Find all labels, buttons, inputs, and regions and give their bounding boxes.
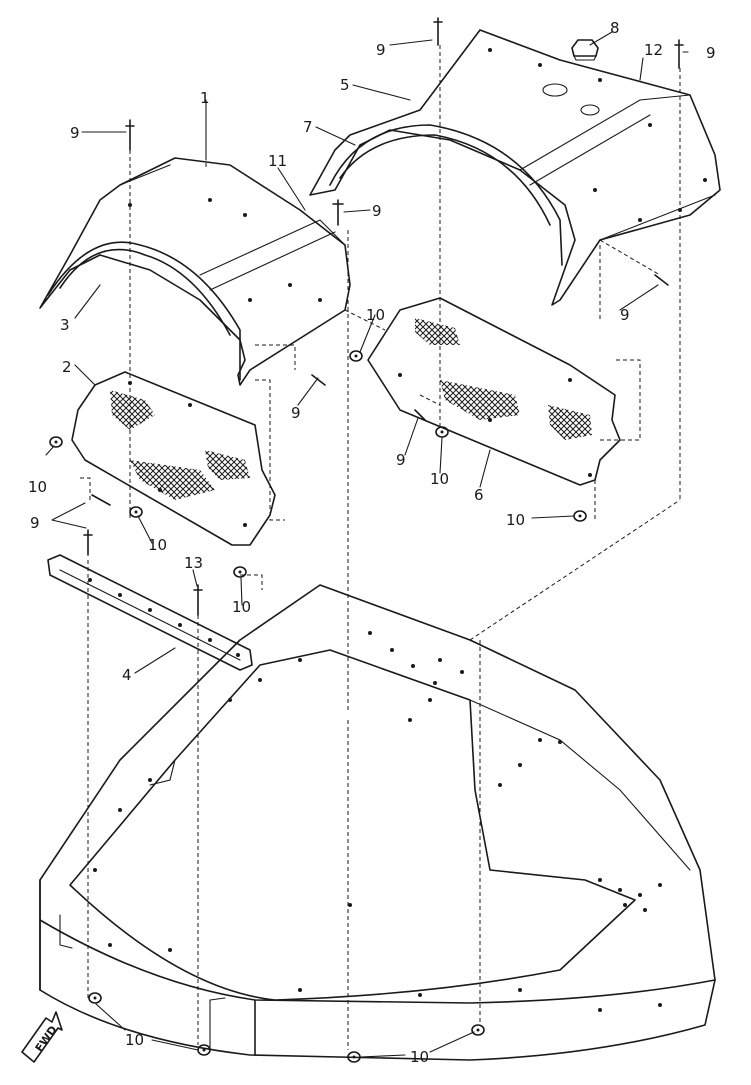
right-grille-part-6	[367, 297, 621, 486]
callout-10-a: 10	[366, 306, 385, 324]
fwd-arrow-icon: FWD	[21, 1011, 63, 1063]
callout-11: 11	[268, 152, 287, 170]
alignment-lines	[78, 45, 681, 1050]
callout-10-c: 10	[148, 536, 167, 554]
callout-9-center: 9	[291, 404, 301, 422]
hood-holes	[93, 631, 662, 1012]
callout-12: 12	[644, 41, 663, 59]
left-grille-part-2	[71, 371, 276, 546]
left-shroud-part-1	[39, 157, 351, 386]
screw-part-13	[193, 584, 203, 616]
callout-7: 7	[303, 118, 313, 136]
callout-labels: 1 2 3 4 5 6 7 8 9 9 9 9 9 9 9 9 10 10 10…	[28, 19, 716, 1066]
callout-10-f: 10	[506, 511, 525, 529]
callout-5: 5	[340, 76, 350, 94]
callout-9-top-right: 9	[706, 44, 716, 62]
callout-10-e: 10	[430, 470, 449, 488]
callout-4: 4	[122, 666, 132, 684]
callout-9-top: 9	[376, 41, 386, 59]
callout-8: 8	[610, 19, 620, 37]
callout-9-lower-left: 9	[30, 514, 40, 532]
callout-1: 1	[200, 89, 210, 107]
callout-9-grille: 9	[396, 451, 406, 469]
callout-10-b: 10	[28, 478, 47, 496]
callout-9-mid: 9	[372, 202, 382, 220]
cap-part-8	[571, 39, 599, 61]
callout-13: 13	[184, 554, 203, 572]
callout-9-right: 9	[620, 306, 630, 324]
leader-lines	[45, 31, 689, 1058]
callout-9-left: 9	[70, 124, 80, 142]
rivets-part-9	[83, 17, 684, 556]
callout-10-h: 10	[410, 1048, 429, 1066]
right-shroud-part-5	[309, 29, 721, 306]
fwd-label: FWD	[33, 1023, 60, 1054]
hood-body	[39, 584, 716, 1061]
callout-10-d: 10	[232, 598, 251, 616]
callout-3: 3	[60, 316, 70, 334]
front-strip-part-4	[47, 554, 253, 671]
callout-2: 2	[62, 358, 72, 376]
callout-10-g: 10	[125, 1031, 144, 1049]
callout-6: 6	[474, 486, 484, 504]
nuts-part-10	[49, 350, 587, 1063]
